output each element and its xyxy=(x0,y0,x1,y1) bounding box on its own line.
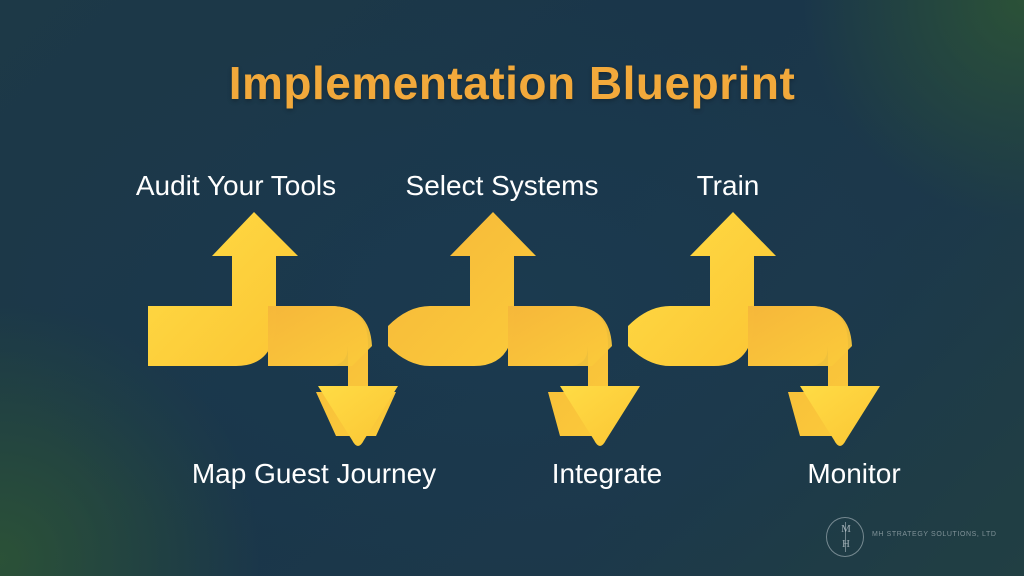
step-label-integrate: Integrate xyxy=(551,458,663,489)
arrow-band-4 xyxy=(508,306,612,366)
arrow-step-2-head xyxy=(318,386,398,446)
step-label-select-systems: Select Systems xyxy=(405,170,599,201)
company-logo: M H MH STRATEGY SOLUTIONS, LTD xyxy=(826,517,1024,557)
page-title: Implementation Blueprint xyxy=(228,57,796,109)
arrow-step-3 xyxy=(388,212,536,366)
logo-divider xyxy=(845,522,846,552)
step-label-train: Train xyxy=(696,170,760,201)
step-label-monitor: Monitor xyxy=(807,458,901,489)
arrow-step-1 xyxy=(148,212,298,366)
logo-initial-h: H xyxy=(842,538,850,550)
arrow-band-6 xyxy=(748,306,852,366)
arrow-band-2 xyxy=(268,306,372,366)
arrow-step-4-head xyxy=(560,386,640,446)
logo-text: MH STRATEGY SOLUTIONS, LTD xyxy=(872,531,997,538)
logo-mark: M H xyxy=(826,517,864,557)
step-label-map-guest-journey: Map Guest Journey xyxy=(191,458,437,489)
arrow-step-5 xyxy=(628,212,776,366)
logo-initial-m: M xyxy=(841,523,851,535)
arrow-step-6-head xyxy=(800,386,880,446)
step-label-audit-your-tools: Audit Your Tools xyxy=(135,170,337,201)
